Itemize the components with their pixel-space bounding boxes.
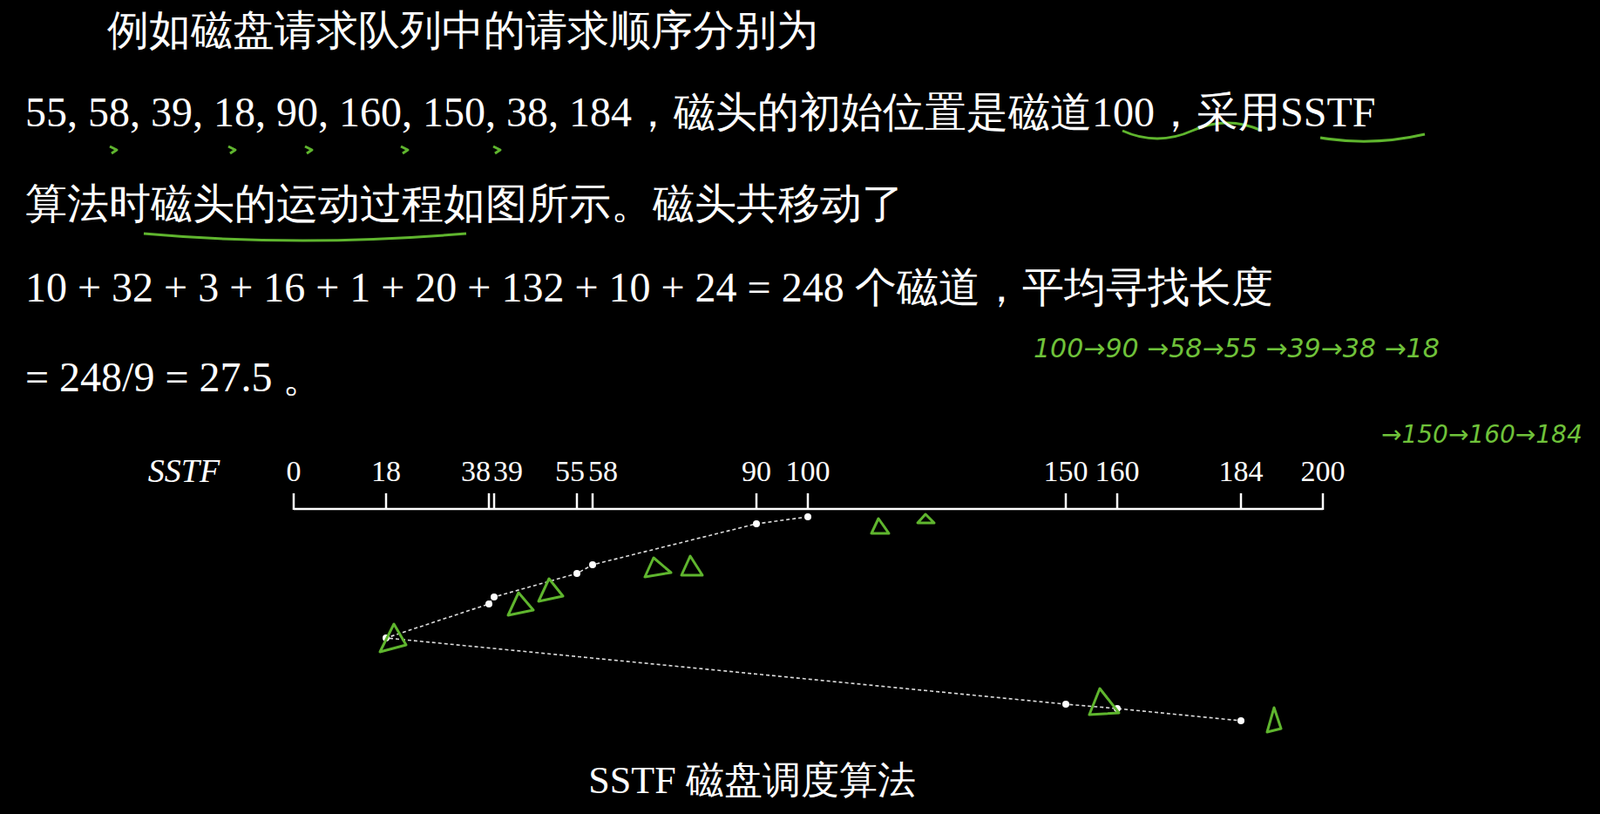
body-text: 55, 58, 39, 18, 90, 160, 150, 38, 184，磁头… bbox=[25, 88, 1376, 136]
track-number: 160 bbox=[1095, 454, 1140, 489]
track-number: 0 bbox=[286, 454, 302, 489]
track-number: 200 bbox=[1301, 454, 1346, 489]
body-text: 算法时磁头的运动过程如图所示。磁头共移动了 bbox=[25, 179, 904, 228]
body-text: 例如磁盘请求队列中的请求顺序分别为 bbox=[107, 6, 819, 55]
track-number: 38 bbox=[461, 454, 491, 489]
path-dots bbox=[382, 513, 1245, 725]
track-axis bbox=[293, 493, 1323, 510]
track-number: 18 bbox=[371, 454, 401, 489]
track-number: 90 bbox=[741, 454, 772, 489]
track-number: 150 bbox=[1044, 454, 1089, 489]
body-text: = 248/9 = 27.5 。 bbox=[25, 352, 325, 401]
hand-note: →150→160→184 bbox=[1381, 420, 1583, 449]
track-number: 39 bbox=[493, 454, 523, 489]
track-number: 100 bbox=[786, 454, 831, 489]
track-number: 55 bbox=[555, 454, 585, 489]
head-path bbox=[386, 516, 1241, 721]
body-text: 10 + 32 + 3 + 16 + 1 + 20 + 132 + 10 + 2… bbox=[25, 263, 1274, 312]
track-number: 184 bbox=[1219, 454, 1264, 489]
axis-name: SSTF bbox=[148, 452, 220, 491]
figure-caption: SSTF 磁盘调度算法 bbox=[588, 759, 916, 804]
track-number: 58 bbox=[588, 454, 618, 489]
hand-note: 100→90 →58→55 →39→38 →18 bbox=[1033, 333, 1440, 365]
